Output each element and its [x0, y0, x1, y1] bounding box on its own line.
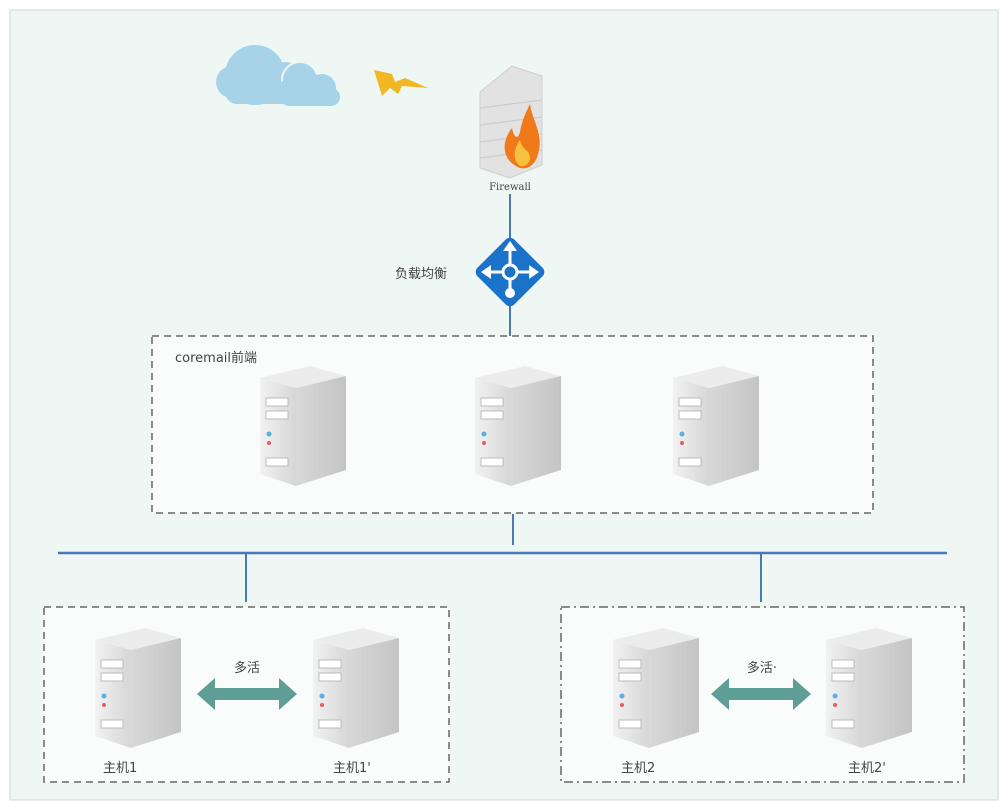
- host-server-icon: [825, 627, 913, 749]
- frontend-server-icon: [672, 365, 760, 487]
- host-label: 主机2': [848, 761, 886, 776]
- load-balancer-label: 负载均衡: [395, 267, 447, 282]
- firewall-label: Firewall: [489, 182, 531, 193]
- coremail-frontend-label: coremail前端: [175, 350, 257, 366]
- frontend-server-icon: [474, 365, 562, 487]
- connection-lines: [58, 194, 947, 602]
- host-label: 主机1: [103, 761, 137, 776]
- frontend-server-icon: [259, 365, 347, 487]
- host-server-icon: [94, 627, 182, 749]
- active-active-label: 多活·: [747, 660, 777, 676]
- lightning-icon: [374, 70, 428, 96]
- bidirectional-arrow-icon: [711, 678, 811, 710]
- host-label: 主机2: [621, 761, 655, 776]
- cloud-icon: [216, 45, 340, 106]
- bidirectional-arrow-icon: [197, 678, 297, 710]
- active-active-label: 多活: [234, 660, 260, 676]
- load-balancer-icon: [475, 237, 545, 307]
- host-server-icon: [312, 627, 400, 749]
- host-label: 主机1': [333, 761, 371, 776]
- host-server-icon: [612, 627, 700, 749]
- firewall-icon: [479, 65, 543, 179]
